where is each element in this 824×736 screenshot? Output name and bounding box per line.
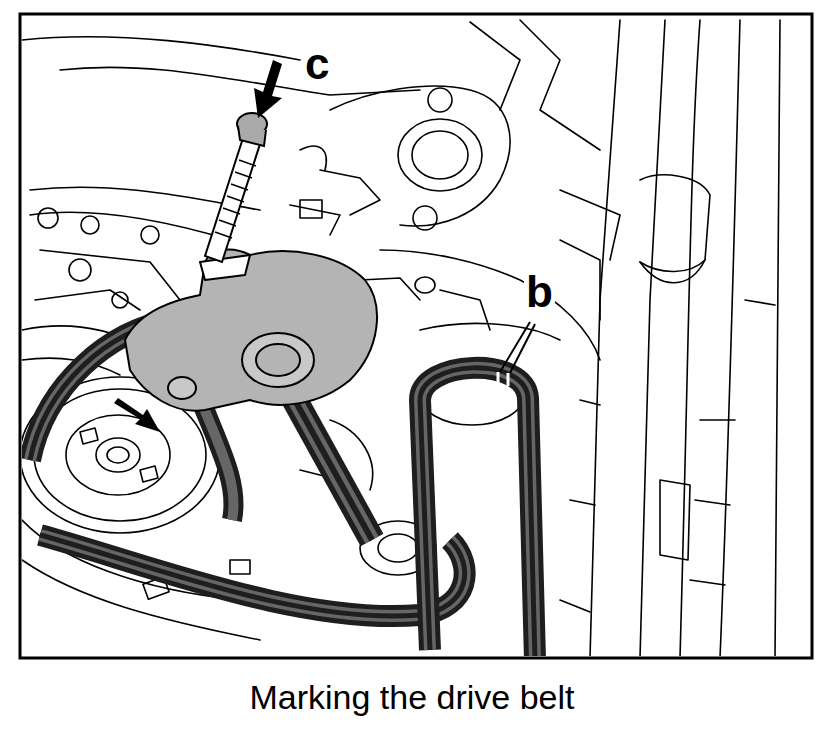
- callout-letter: b: [524, 270, 555, 314]
- figure-caption: Marking the drive belt: [249, 680, 574, 714]
- callout-letter: c: [303, 42, 331, 86]
